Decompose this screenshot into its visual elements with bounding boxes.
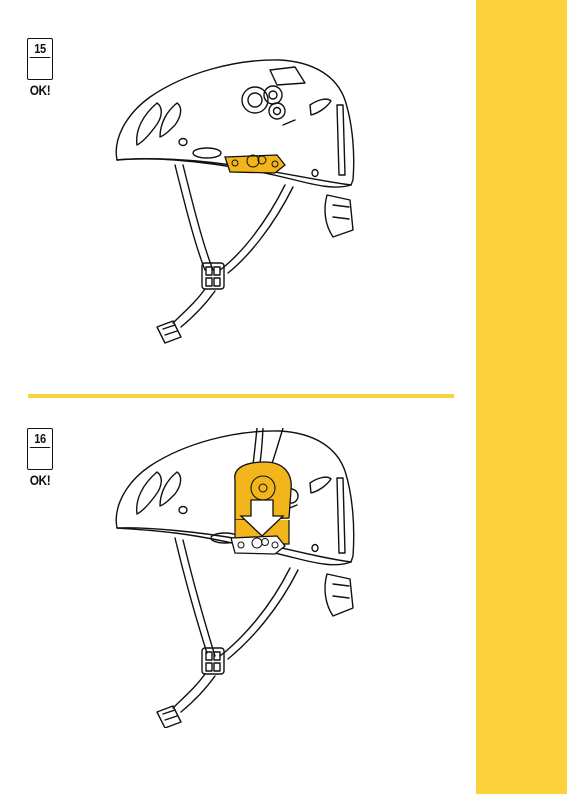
step-15-badge: 15 OK!	[27, 38, 53, 98]
helmet-illustration-15	[105, 45, 365, 345]
step-15-ok: OK!	[29, 83, 51, 98]
step-16-number: 16	[30, 430, 50, 448]
step-16-badge: 16 OK!	[27, 428, 53, 488]
helmet-side-view-icon	[105, 45, 365, 345]
helmet-side-view-icon	[105, 428, 365, 728]
step-16-ok: OK!	[29, 473, 51, 488]
step-15-number: 15	[30, 40, 50, 58]
step-15-box: 15	[27, 38, 53, 80]
sidebar-accent-bar	[476, 0, 567, 794]
step-16-box: 16	[27, 428, 53, 470]
section-divider	[28, 394, 454, 398]
helmet-illustration-16	[105, 428, 365, 728]
lamp-bracket-icon	[225, 155, 285, 173]
